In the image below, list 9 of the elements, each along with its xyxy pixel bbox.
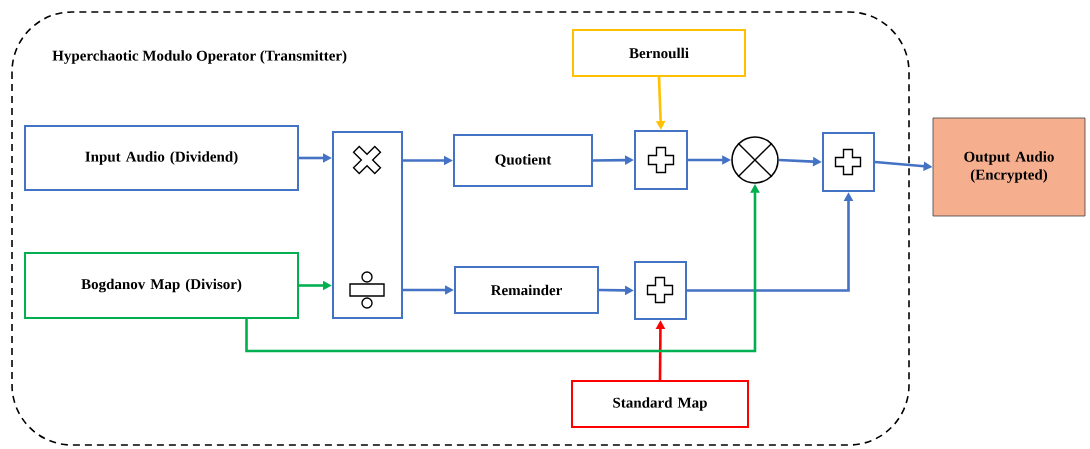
input-box: Standard Map [571,380,749,428]
input-box: Bernoulli [572,29,746,77]
process-box: Quotient [453,134,593,187]
input-box: Input Audio (Dividend) [24,125,299,191]
process-box: Remainder [454,266,599,314]
operator-box [332,131,403,319]
input-box: Bogdanov Map (Divisor) [24,252,299,319]
output-box: Output Audio (Encrypted) [932,117,1086,217]
multiplier-circle [731,136,779,184]
